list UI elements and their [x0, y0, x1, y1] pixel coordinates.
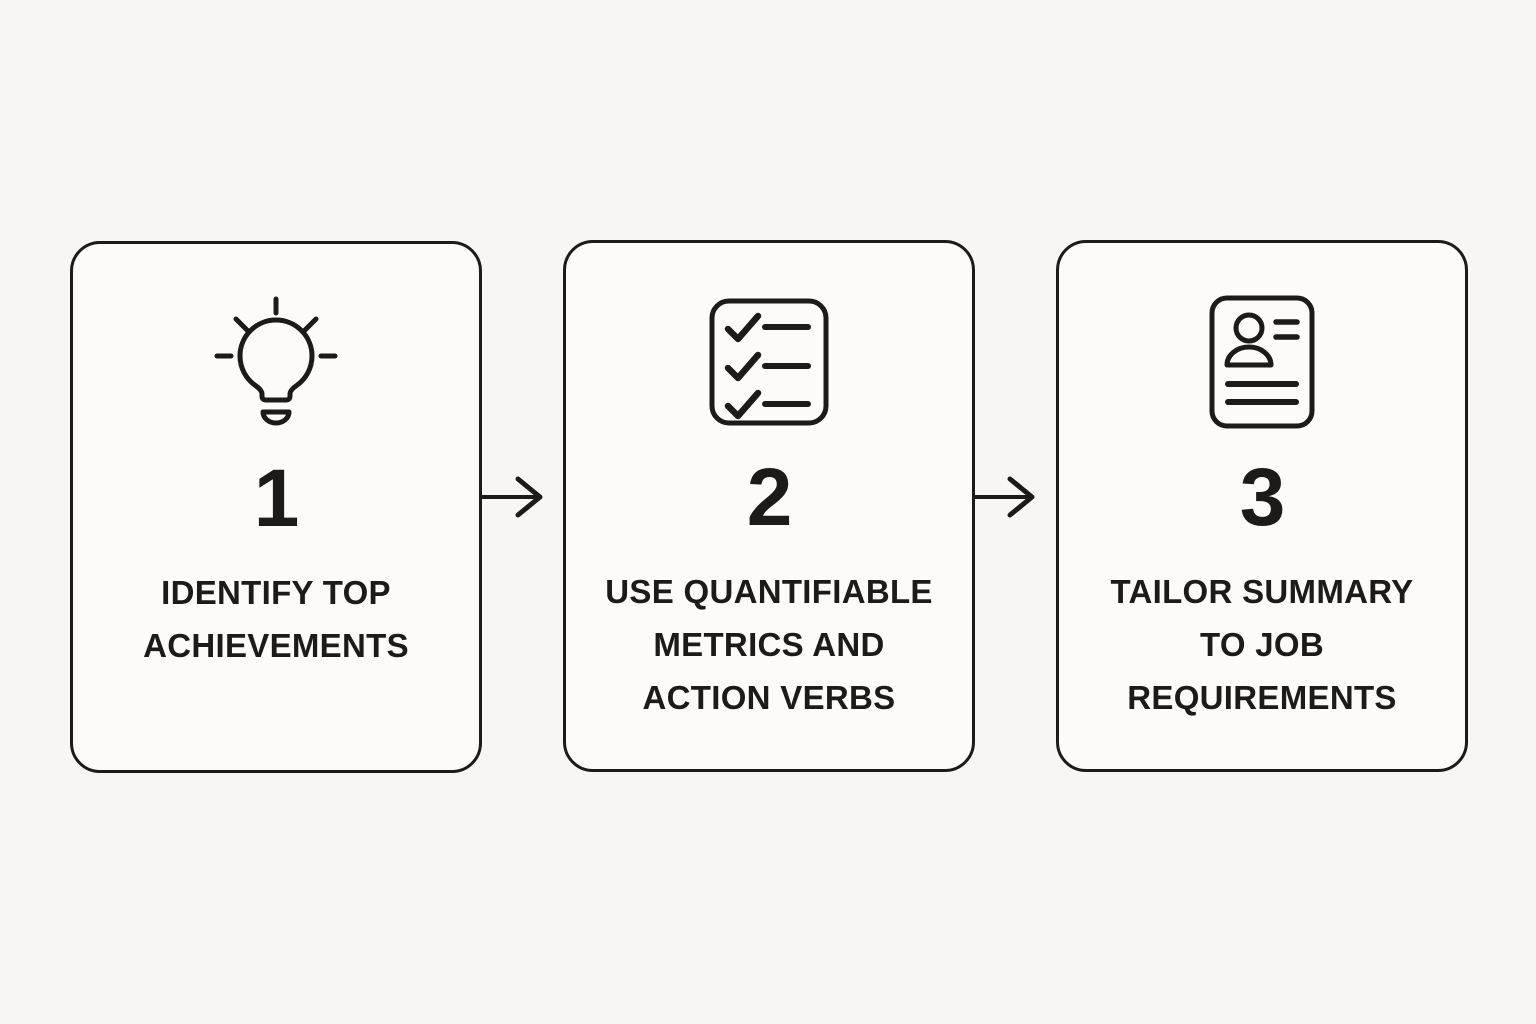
step-label-line: REQUIREMENTS [1127, 679, 1397, 716]
step-label-line: ACHIEVEMENTS [143, 627, 409, 664]
step-number: 3 [1239, 452, 1286, 543]
step-number: 2 [746, 452, 793, 543]
step-label: USE QUANTIFIABLE METRICS AND ACTION VERB… [605, 565, 932, 724]
step-label: IDENTIFY TOP ACHIEVEMENTS [143, 566, 409, 672]
step-label-line: ACTION VERBS [642, 679, 896, 716]
step-card-3: 3 TAILOR SUMMARY TO JOB REQUIREMENTS [1056, 240, 1468, 772]
checklist-icon [709, 293, 829, 431]
arrow-right-icon [972, 476, 1035, 518]
resume-icon [1209, 293, 1315, 431]
step-label-line: TO JOB [1199, 626, 1325, 663]
step-label: TAILOR SUMMARY TO JOB REQUIREMENTS [1110, 565, 1413, 724]
step-card-1: 1 IDENTIFY TOP ACHIEVEMENTS [70, 241, 482, 773]
lightbulb-icon [214, 294, 338, 432]
step-number: 1 [253, 453, 300, 544]
arrow-right-icon [480, 476, 543, 518]
step-label-line: METRICS AND [653, 626, 885, 663]
step-card-2: 2 USE QUANTIFIABLE METRICS AND ACTION VE… [563, 240, 975, 772]
step-label-line: IDENTIFY TOP [161, 574, 391, 611]
step-label-line: TAILOR SUMMARY [1110, 573, 1414, 610]
step-label-line: USE QUANTIFIABLE [605, 573, 933, 610]
